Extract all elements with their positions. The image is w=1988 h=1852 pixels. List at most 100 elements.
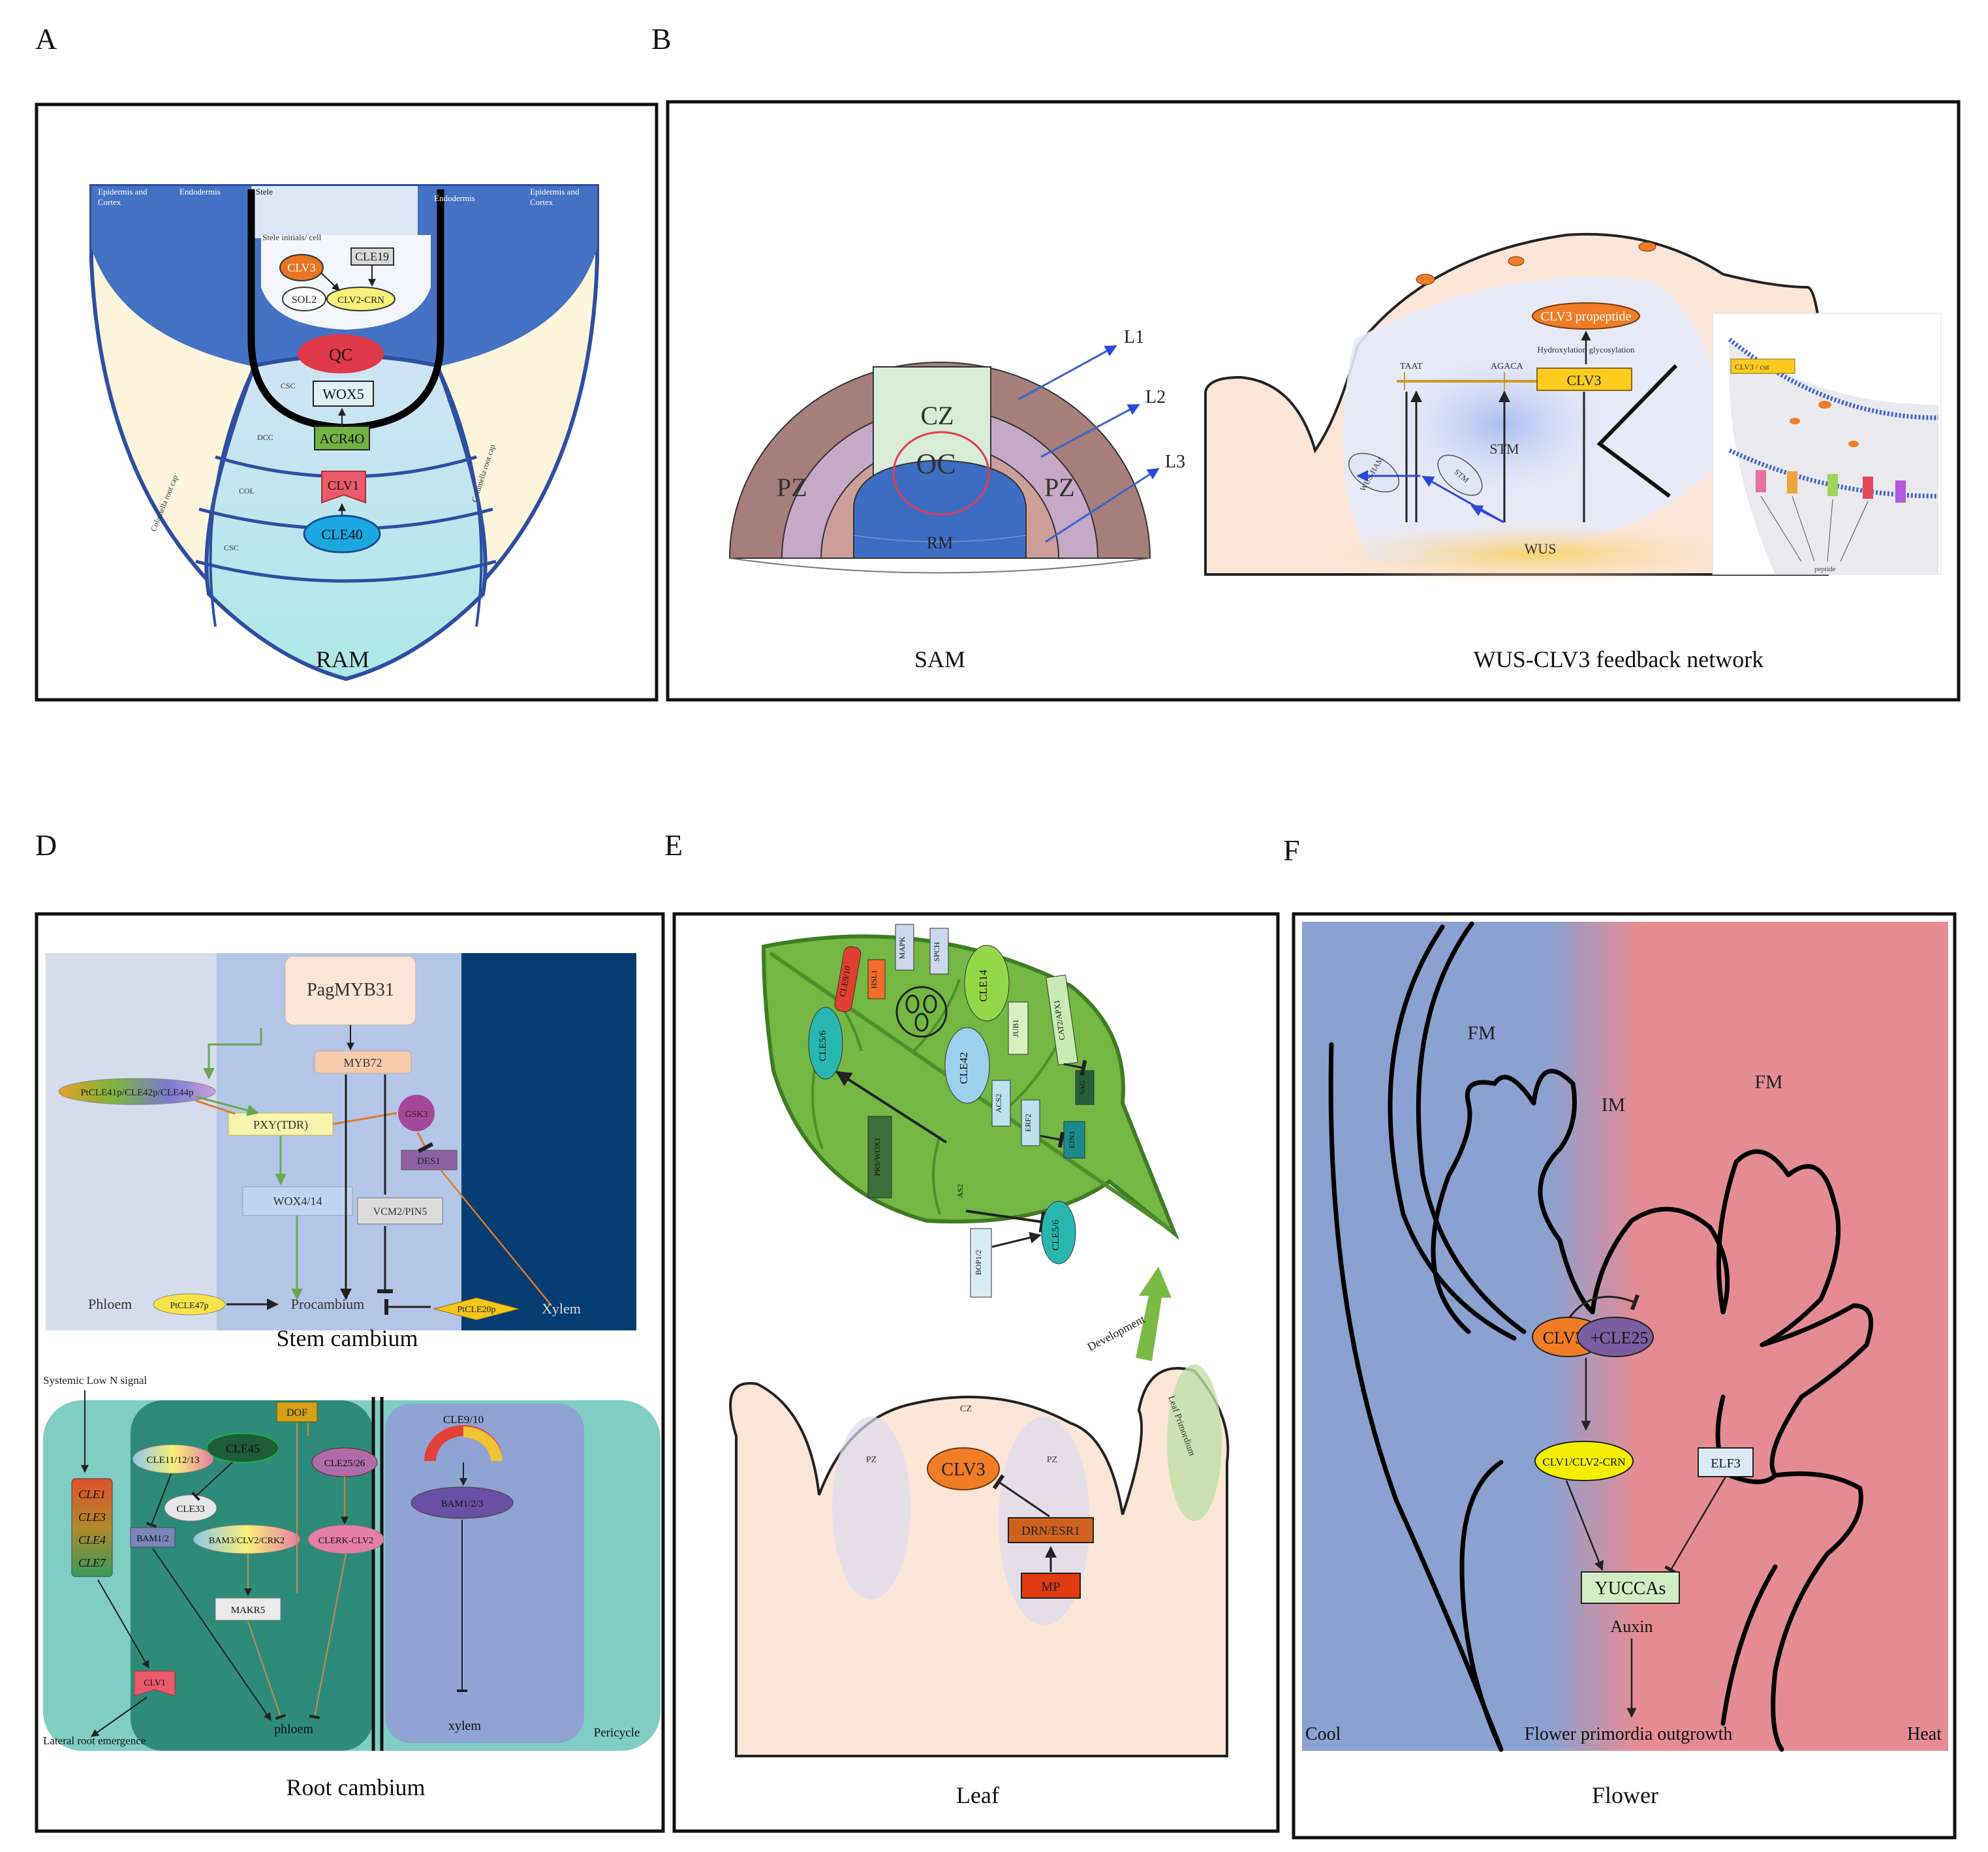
root-cle45-label: CLE45: [226, 1442, 260, 1455]
leaf-caption: Leaf: [956, 1782, 999, 1808]
ram-clv2crn-node: [326, 287, 396, 311]
panel-d-cambium: PagMYB31 MYB72 PtCLE41p/CLE42p/CLE44p PX…: [35, 912, 665, 1833]
flower-fm-right-label: FM: [1754, 1071, 1782, 1093]
leaf-mp-label: MP: [1042, 1580, 1061, 1594]
leaf-jub1-label: JUB1: [1011, 1019, 1020, 1037]
root-xylem-label: xylem: [448, 1719, 481, 1733]
wus-clv3-propeptide-node: [1532, 302, 1640, 330]
stem-ptcle20-label: PtCLE20p: [457, 1305, 495, 1315]
panel-label-f: F: [1283, 834, 1300, 867]
leaf-hsl1-label: HSL1: [869, 970, 878, 989]
leaf-clv3-label: CLV3: [941, 1460, 985, 1480]
stem-gsk3-label: GSK3: [405, 1110, 427, 1120]
root-dof-node: [276, 1402, 318, 1422]
stem-ptcle20-node: [433, 1297, 520, 1321]
ram-label-cortex-left: Cortex: [98, 197, 121, 207]
leaf-as2-label: AS2: [955, 1184, 965, 1198]
ram-clv3-label: CLV3: [287, 261, 315, 274]
flower-plus: +: [1591, 1328, 1600, 1347]
ram-acr4-label: ACR4O: [320, 431, 365, 447]
root-cle33-node: [164, 1494, 217, 1522]
ram-wox5-node: [313, 381, 374, 407]
sam-pz-right-label: PZ: [1044, 473, 1075, 502]
wus-caption: WUS-CLV3 feedback network: [1474, 646, 1764, 672]
stem-des1-label: DES1: [417, 1156, 441, 1167]
leaf-cle42-label: CLE42: [957, 1052, 970, 1084]
flower-clv1-label: CLV1/CLV2-CRN: [1542, 1456, 1625, 1468]
root-clerk-label: CLERK-CLV2: [318, 1536, 373, 1546]
flower-heat-label: Heat: [1907, 1724, 1942, 1744]
wus-clv3-gene-label: CLV3: [1567, 372, 1602, 388]
sam-l2-label: L2: [1145, 387, 1166, 407]
panel-label-a: A: [35, 22, 57, 55]
root-phloem-label: phloem: [274, 1722, 313, 1736]
ram-label-stele: Stele: [256, 187, 273, 196]
leaf-pz-left-label: PZ: [866, 1455, 877, 1465]
stem-pxy-label: PXY(TDR): [253, 1118, 308, 1132]
ram-clv3-node: [279, 254, 324, 281]
wus-clv3-propeptide-label: CLV3 propeptide: [1541, 309, 1632, 324]
flower-fm-left-label: FM: [1467, 1022, 1495, 1044]
leaf-cle9-node: [834, 946, 862, 1012]
root-clv1-node: [134, 1671, 176, 1697]
panel-label-e: E: [664, 828, 683, 862]
root-bam12-label: BAM1/2: [136, 1534, 169, 1544]
root-bam12-node: [130, 1527, 176, 1548]
leaf-sag-node: [1075, 1070, 1095, 1105]
root-lown-label: Systemic Low N signal: [43, 1374, 147, 1387]
flower-cool-label: Cool: [1305, 1724, 1341, 1744]
ram-caption: RAM: [316, 646, 369, 672]
stem-ptcle47-label: PtCLE47p: [170, 1301, 208, 1311]
ram-label-dcc: DCC: [257, 433, 273, 442]
root-clv1-label: CLV1: [144, 1678, 166, 1688]
flower-yuccas-node: [1581, 1571, 1680, 1604]
root-bam3-label: BAM3/CLV2/CRK2: [209, 1536, 285, 1546]
leaf-drn-label: DRN/ESR1: [1021, 1524, 1080, 1538]
stem-wox414-node: [242, 1186, 353, 1216]
ram-qc-node: [298, 334, 384, 373]
sam-rm-label: RM: [927, 533, 953, 552]
stem-gsk3-node: [398, 1095, 435, 1131]
ram-sol2-node: [282, 287, 326, 311]
panel-a-ram: Epidermis and Cortex Endodermis Stele En…: [35, 102, 659, 702]
leaf-ein3-node: [1063, 1121, 1085, 1159]
panel-label-b: B: [651, 22, 672, 55]
stem-ptcle41-label: PtCLE41p/CLE42p/CLE44p: [80, 1088, 193, 1098]
ram-wox5-label: WOX5: [322, 386, 364, 402]
stem-procambium-label: Procambium: [291, 1296, 364, 1312]
flower-im-label: IM: [1602, 1094, 1626, 1116]
leaf-jub1-node: [1008, 1001, 1029, 1055]
leaf-prs-label: PRS/WOX1: [873, 1137, 882, 1176]
wus-inset-clv3: CLV3 / cut: [1735, 362, 1770, 371]
leaf-cat2-node: [1046, 974, 1078, 1065]
leaf-cz-label: CZ: [960, 1404, 972, 1414]
wus-inset-peptide: peptide: [1814, 565, 1835, 573]
root-bam123-node: [411, 1486, 514, 1519]
ram-cle40-label: CLE40: [321, 526, 363, 542]
ram-label-csc-lower: CSC: [224, 543, 239, 552]
flower-auxin-label: Auxin: [1611, 1617, 1653, 1636]
root-cle7-label: CLE7: [78, 1556, 106, 1569]
leaf-cle42-node: [944, 1027, 990, 1104]
wus-wusham-node: [1348, 452, 1400, 493]
stem-vcm2-label: VCM2/PIN5: [373, 1206, 427, 1217]
root-caption: Root cambium: [287, 1774, 426, 1800]
stem-wox414-label: WOX4/14: [273, 1195, 322, 1208]
wus-stm-node: [1437, 454, 1483, 496]
sam-l1-label: L1: [1124, 327, 1144, 347]
ram-sol2-label: SOL2: [292, 294, 317, 306]
ram-cle19-node: [350, 247, 394, 266]
stem-ptcle41-node: [58, 1078, 216, 1105]
panel-e-leaf: CZ PZ PZ Leaf Primordium CLV3 DRN/ESR1 M…: [672, 912, 1280, 1833]
ram-label-stele-initials: Stele initials/ cell: [262, 232, 322, 242]
stem-myb72-node: [314, 1050, 412, 1074]
leaf-drn-node: [1008, 1517, 1094, 1543]
flower-caption: Flower: [1592, 1782, 1658, 1808]
leaf-ein3-label: EIN3: [1067, 1131, 1076, 1148]
leaf-acs2-node: [991, 1080, 1011, 1127]
stem-phloem-label: Phloem: [88, 1296, 132, 1312]
leaf-clv3-node: [927, 1447, 1000, 1490]
stem-caption: Stem cambium: [277, 1325, 418, 1351]
stem-ptcle47-node: [153, 1293, 226, 1315]
